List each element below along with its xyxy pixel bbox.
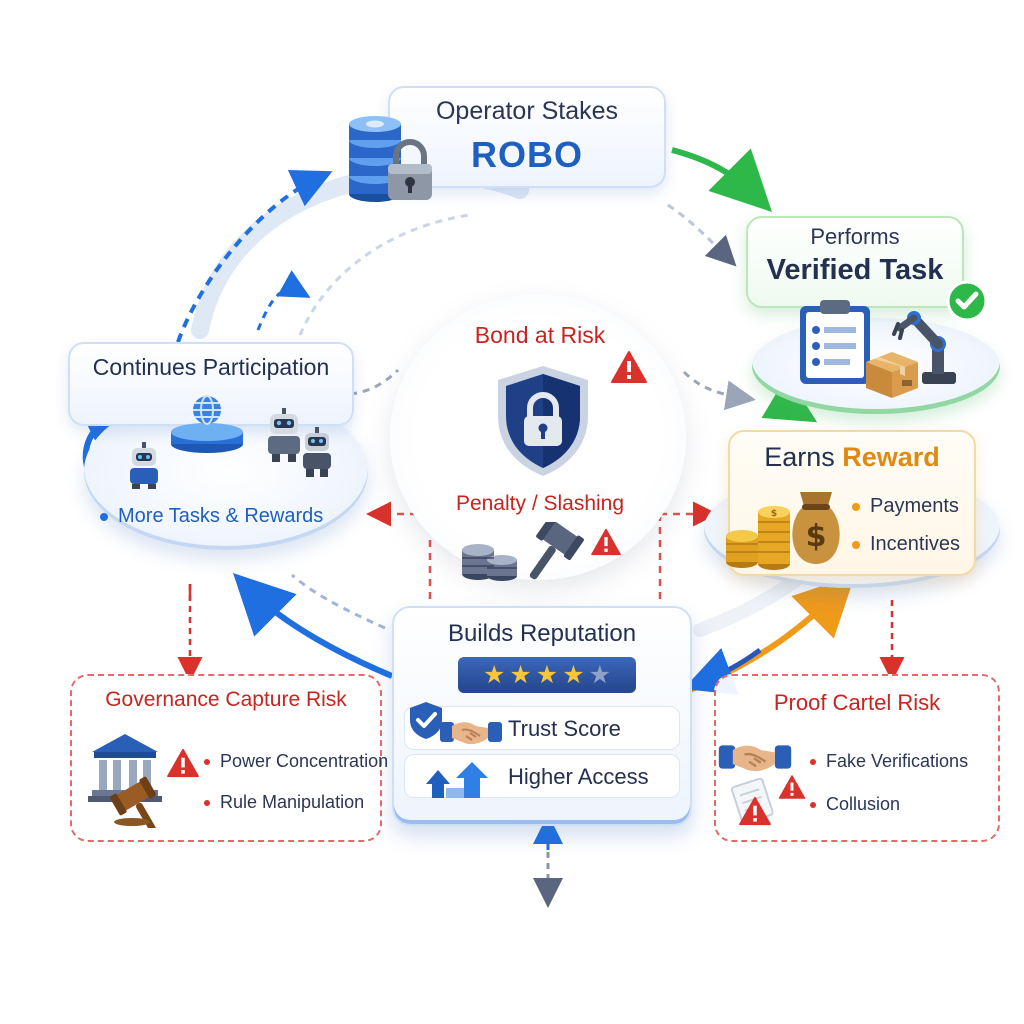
penalty-slashing-label: Penalty / Slashing — [455, 492, 625, 515]
earns-reward-card — [728, 430, 976, 576]
svg-text:$: $ — [806, 519, 827, 554]
proof-cartel-risk-item: Fake Verifications — [810, 751, 968, 772]
operator-stakes-title: Operator Stakes — [435, 97, 619, 125]
star-icon: ★ — [482, 660, 506, 689]
robot-icon — [268, 408, 300, 462]
padlock-icon — [388, 139, 432, 200]
verified-task-card — [746, 216, 964, 308]
shield-lock-icon — [498, 366, 588, 476]
warning-icon — [167, 748, 199, 778]
participation-bullet: More Tasks & Rewards — [100, 505, 323, 528]
warning-icon — [591, 528, 621, 556]
builds-reputation-title: Builds Reputation — [447, 620, 637, 647]
gavel-icon — [110, 776, 156, 828]
gavel-icon — [529, 522, 584, 580]
reward-bullet-payments: Payments — [852, 495, 959, 518]
proof-cartel-risk-item: Collusion — [810, 794, 900, 815]
trust-score-row — [404, 706, 680, 750]
coin-stack-icon — [462, 544, 517, 581]
package-box-icon — [866, 352, 918, 398]
money-bag-icon: $ — [792, 492, 840, 564]
robot-icon — [130, 442, 158, 489]
earns-reward-accent: Reward — [842, 442, 940, 472]
warning-icon — [778, 775, 806, 799]
coins-icon: $ — [726, 506, 790, 570]
verified-task-title: Verified Task — [766, 254, 944, 286]
svg-text:$: $ — [771, 509, 777, 519]
robot-icon — [303, 427, 331, 477]
robo-token-label: ROBO — [471, 134, 583, 175]
earns-reward-title: Earns Reward — [728, 442, 976, 473]
star-icon: ★ — [562, 660, 585, 689]
growth-arrows-icon — [426, 762, 488, 798]
bond-at-risk-title: Bond at Risk — [474, 322, 606, 348]
clipboard-icon — [800, 300, 870, 384]
globe-icon — [171, 395, 243, 453]
reputation-stars: ★★★★★ — [458, 657, 636, 693]
higher-access-label: Higher Access — [508, 764, 649, 789]
shield-check-icon — [410, 702, 442, 739]
trust-score-label: Trust Score — [508, 716, 621, 741]
operator-stakes-card — [388, 86, 666, 188]
verified-task-prefix: Performs — [810, 224, 900, 249]
check-badge-icon — [946, 280, 988, 322]
governance-capture-risk-title: Governance Capture Risk — [105, 688, 347, 711]
robot-arm-icon — [892, 311, 956, 384]
handshake-icon — [718, 745, 792, 772]
governance-risk-item: Rule Manipulation — [204, 792, 364, 813]
continues-participation-title: Continues Participation — [92, 354, 330, 380]
warning-icon — [611, 351, 647, 383]
proof-cartel-risk-title: Proof Cartel Risk — [773, 690, 941, 715]
star-icon: ★ — [535, 660, 559, 689]
warning-icon — [739, 796, 771, 826]
star-icon: ★ — [588, 660, 612, 689]
governance-risk-item: Power Concentration — [204, 751, 388, 772]
star-icon: ★ — [509, 660, 532, 689]
handshake-icon — [440, 722, 502, 745]
earns-reward-lead: Earns — [764, 442, 835, 472]
reward-bullet-incentives: Incentives — [852, 533, 960, 556]
